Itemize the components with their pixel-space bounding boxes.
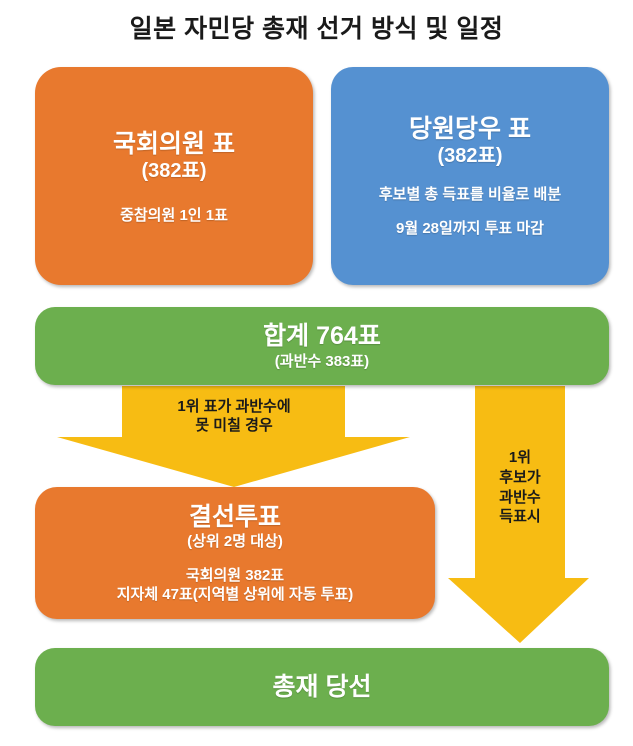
box-total-votes: 합계 764표 (과반수 383표) [35,307,609,385]
arrow-to-elected-label-line2: 후보가 [499,468,541,486]
arrow-to-elected-shape [448,386,589,643]
arrow-to-runoff-label: 1위 표가 과반수에 못 미칠 경우 [122,398,346,436]
box-total-votes-sub: (과반수 383표) [274,352,370,370]
box-total-votes-head: 합계 764표 [263,322,381,350]
arrow-to-elected-label: 1위 후보가 과반수 득표시 [476,448,564,527]
arrow-to-elected-label-line1: 1위 [508,449,532,466]
box-president-elected-head: 총재 당선 [272,672,372,701]
box-runoff-vote: 결선투표 (상위 2명 대상) 국회의원 382표 지자체 47표(지역별 상위… [35,487,435,619]
box-party-member-votes-sub: (382표) [437,145,503,168]
box-party-member-votes-note-2: 9월 28일까지 투표 마감 [396,219,544,237]
box-party-member-votes-head: 당원당우 표 [409,114,531,143]
box-runoff-vote-note-1: 국회의원 382표 [185,566,285,584]
box-diet-member-votes-note: 중참의원 1인 1표 [120,207,228,224]
box-president-elected: 총재 당선 [35,648,609,726]
arrow-to-runoff-label-line2: 못 미칠 경우 [195,416,273,434]
box-party-member-votes: 당원당우 표 (382표) 후보별 총 득표를 비율로 배분 9월 28일까지 … [331,67,609,285]
arrow-to-elected-label-line4: 득표시 [499,508,541,526]
arrow-to-runoff-shape [57,386,410,487]
box-runoff-vote-sub: (상위 2명 대상) [187,533,283,550]
box-party-member-votes-note-1: 후보별 총 득표를 비율로 배분 [378,186,562,204]
box-diet-member-votes-sub: (382표) [141,160,207,182]
box-runoff-vote-note-2: 지자체 47표(지역별 상위에 자동 투표) [116,586,354,603]
arrow-to-elected-label-line3: 과반수 [499,488,541,506]
box-runoff-vote-head: 결선투표 [188,502,281,531]
box-diet-member-votes: 국회의원 표 (382표) 중참의원 1인 1표 [35,67,313,285]
box-diet-member-votes-head: 국회의원 표 [113,129,235,158]
page-title: 일본 자민당 총재 선거 방식 및 일정 [129,15,504,43]
arrow-to-runoff-label-line1: 1위 표가 과반수에 [177,398,291,415]
